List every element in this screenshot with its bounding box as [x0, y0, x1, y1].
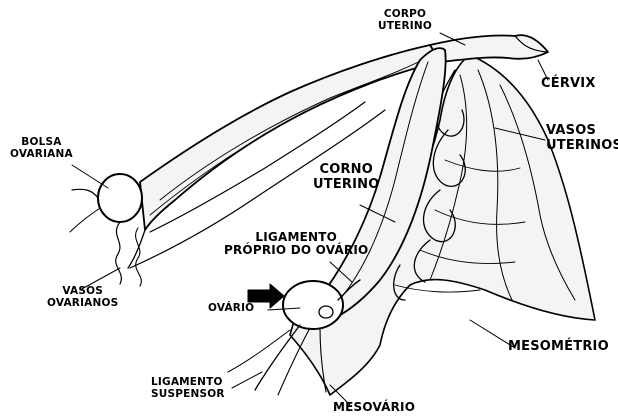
label-vasos-ovarianos: VASOS OVARIANOS — [47, 286, 118, 310]
label-vasos-uterinos: VASOS UTERINOS — [546, 124, 618, 153]
label-ligamento-proprio: LIGAMENTO PRÓPRIO DO OVÁRIO — [224, 231, 368, 258]
label-ligamento-suspensor-line2: SUSPENSOR — [151, 389, 225, 401]
label-ligamento-suspensor: LIGAMENTO SUSPENSOR — [151, 377, 225, 401]
label-vasos-uterinos-line1: VASOS — [546, 124, 618, 139]
label-vasos-uterinos-line2: UTERINOS — [546, 139, 618, 154]
label-ligamento-proprio-line2: PRÓPRIO DO OVÁRIO — [224, 244, 368, 257]
label-vasos-ovarianos-line1: VASOS — [47, 286, 118, 298]
label-mesometrio: MESOMÉTRIO — [508, 340, 609, 355]
label-mesovario: MESOVÁRIO — [333, 401, 415, 414]
label-cervix: CÉRVIX — [541, 77, 596, 92]
label-ligamento-suspensor-line1: LIGAMENTO — [151, 377, 225, 389]
label-ovario: OVÁRIO — [208, 303, 254, 315]
label-corpo-uterino: CORPO UTERINO — [378, 9, 432, 33]
ovarian-bursa-shape — [98, 174, 142, 222]
label-corpo-uterino-line2: UTERINO — [378, 21, 432, 33]
label-bolsa-ovariana-line2: OVARIANA — [10, 149, 73, 161]
label-bolsa-ovariana: BOLSA OVARIANA — [10, 137, 73, 161]
label-bolsa-ovariana-line1: BOLSA — [10, 137, 73, 149]
label-corpo-uterino-line1: CORPO — [378, 9, 432, 21]
label-corno-uterino-line2: UTERINO — [313, 178, 379, 193]
label-vasos-ovarianos-line2: OVARIANOS — [47, 298, 118, 310]
label-corno-uterino-line1: CORNO — [313, 163, 379, 178]
ovary-shape — [283, 281, 343, 329]
label-corno-uterino: CORNO UTERINO — [313, 163, 379, 192]
